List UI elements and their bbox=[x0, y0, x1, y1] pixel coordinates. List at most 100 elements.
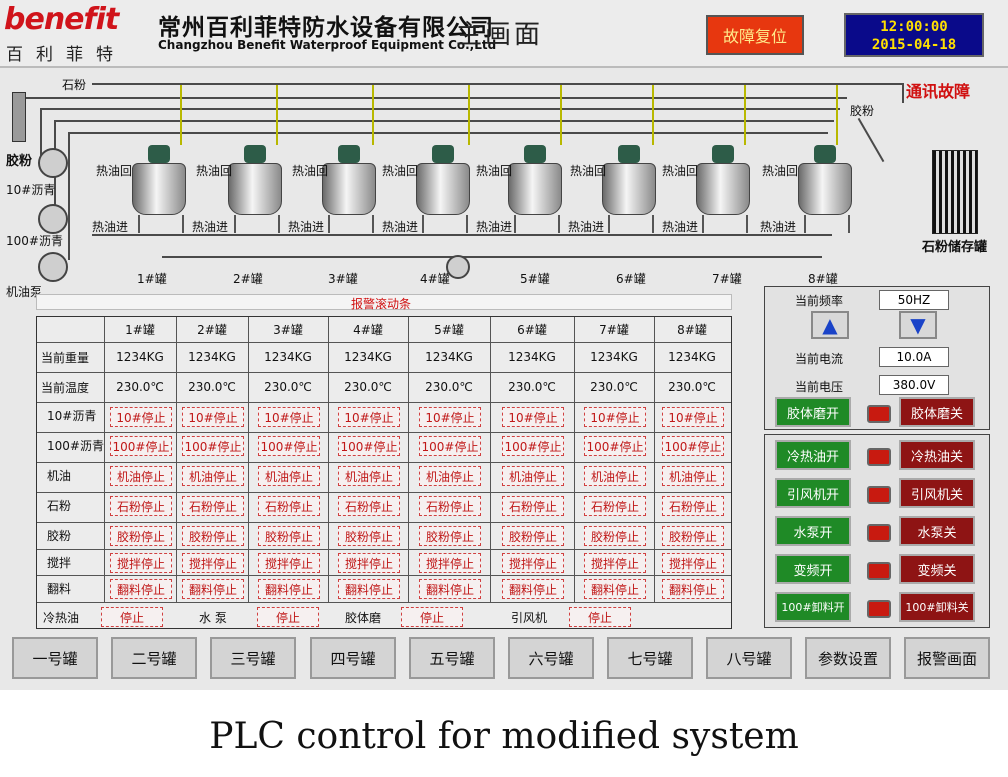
temperature-value: 230.0℃ bbox=[590, 380, 638, 394]
cold-hot-oil-off-button[interactable]: 冷热油关 bbox=[899, 440, 975, 470]
nav-tank-1-button[interactable]: 一号罐 bbox=[12, 637, 98, 679]
cold-hot-oil-lamp bbox=[867, 448, 891, 466]
mixer-motor-icon bbox=[432, 145, 454, 163]
water-pump-label: 水 泵 bbox=[199, 611, 227, 625]
status-indicator: 翻料停止 bbox=[338, 579, 400, 599]
nav-tank-6-button[interactable]: 六号罐 bbox=[508, 637, 594, 679]
cold-hot-oil-label: 冷热油 bbox=[43, 611, 80, 625]
status-indicator: 搅拌停止 bbox=[662, 553, 724, 573]
vfd-on-button[interactable]: 变频开 bbox=[775, 554, 851, 584]
weight-value: 1234KG bbox=[188, 350, 236, 364]
status-indicator: 搅拌停止 bbox=[419, 553, 481, 573]
status-indicator: 10#停止 bbox=[258, 407, 320, 427]
vfd-lamp bbox=[867, 562, 891, 580]
status-indicator: 机油停止 bbox=[182, 466, 244, 486]
cold-hot-oil-status: 停止 bbox=[101, 607, 163, 627]
colloid-mill-on-button[interactable]: 胶体磨开 bbox=[775, 397, 851, 427]
column-header: 8#罐 bbox=[677, 323, 707, 337]
hot-oil-in-label: 热油进 bbox=[92, 220, 129, 234]
tank-2-feed bbox=[276, 85, 278, 145]
asphalt-100-pump-icon[interactable] bbox=[38, 204, 68, 234]
status-indicator: 搅拌停止 bbox=[502, 553, 564, 573]
weight-value: 1234KG bbox=[668, 350, 716, 364]
oil-pump-label: 机油泵 bbox=[6, 285, 43, 299]
tank-5-feed bbox=[560, 85, 562, 145]
oil-pump-icon[interactable] bbox=[38, 252, 68, 282]
asphalt-100-pipe bbox=[54, 120, 834, 122]
transfer-pump-icon[interactable] bbox=[446, 255, 470, 279]
image-caption: PLC control for modified system bbox=[209, 716, 799, 757]
colloid-mill-off-button[interactable]: 胶体磨关 bbox=[899, 397, 975, 427]
status-indicator: 搅拌停止 bbox=[584, 553, 646, 573]
mixer-motor-icon bbox=[338, 145, 360, 163]
tank-5-label: 5#罐 bbox=[520, 272, 550, 286]
status-indicator: 机油停止 bbox=[258, 466, 320, 486]
hot-oil-return-label: 热油回 bbox=[662, 164, 699, 178]
weight-value: 1234KG bbox=[590, 350, 638, 364]
status-indicator: 翻料停止 bbox=[419, 579, 481, 599]
hot-oil-return-label: 热油回 bbox=[196, 164, 233, 178]
status-row-label: 石粉 bbox=[47, 499, 72, 513]
tank-4-feed bbox=[468, 85, 470, 145]
alarm-marquee: 报警滚动条 bbox=[36, 294, 732, 311]
nav-tank-7-button[interactable]: 七号罐 bbox=[607, 637, 693, 679]
rubber-powder-hopper bbox=[12, 92, 26, 142]
bottom-manifold bbox=[162, 256, 822, 258]
mixer-motor-icon bbox=[618, 145, 640, 163]
status-indicator: 胶粉停止 bbox=[110, 526, 172, 546]
water-pump-off-button[interactable]: 水泵关 bbox=[899, 516, 975, 546]
hot-oil-in-label: 热油进 bbox=[382, 220, 419, 234]
induced-fan-on-button[interactable]: 引风机开 bbox=[775, 478, 851, 508]
nav-tank-4-button[interactable]: 四号罐 bbox=[310, 637, 396, 679]
status-row-label: 胶粉 bbox=[47, 529, 72, 543]
asphalt-100-label: 100#沥青 bbox=[6, 234, 63, 248]
alarm-screen-button[interactable]: 报警画面 bbox=[904, 637, 990, 679]
voltage-value: 380.0V bbox=[879, 375, 949, 395]
company-name-en: Changzhou Benefit Waterproof Equipment C… bbox=[158, 38, 497, 52]
company-name-cn: 常州百利菲特防水设备有限公司 bbox=[158, 15, 494, 41]
cold-hot-oil-on-button[interactable]: 冷热油开 bbox=[775, 440, 851, 470]
induced-fan-off-button[interactable]: 引风机关 bbox=[899, 478, 975, 508]
column-header: 6#罐 bbox=[517, 323, 547, 337]
nav-tank-2-button[interactable]: 二号罐 bbox=[111, 637, 197, 679]
status-indicator: 搅拌停止 bbox=[258, 553, 320, 573]
discharge-100-off-button[interactable]: 100#卸料关 bbox=[899, 592, 975, 622]
column-header: 3#罐 bbox=[273, 323, 303, 337]
water-pump-on-button[interactable]: 水泵开 bbox=[775, 516, 851, 546]
status-indicator: 100#停止 bbox=[182, 436, 244, 456]
temperature-value: 230.0℃ bbox=[508, 380, 556, 394]
parameter-settings-button[interactable]: 参数设置 bbox=[805, 637, 891, 679]
status-row-label: 100#沥青 bbox=[47, 439, 104, 453]
nav-tank-5-button[interactable]: 五号罐 bbox=[409, 637, 495, 679]
frequency-value: 50HZ bbox=[879, 290, 949, 310]
tank-1-label: 1#罐 bbox=[137, 272, 167, 286]
frequency-up-button[interactable]: ▲ bbox=[811, 311, 849, 339]
current-label: 当前电流 bbox=[795, 352, 844, 366]
mixer-motor-icon bbox=[814, 145, 836, 163]
hot-oil-return-label: 热油回 bbox=[476, 164, 513, 178]
colloid-mill-status: 停止 bbox=[401, 607, 463, 627]
hot-oil-return-label: 热油回 bbox=[292, 164, 329, 178]
status-indicator: 机油停止 bbox=[419, 466, 481, 486]
hot-oil-return-label: 热油回 bbox=[96, 164, 133, 178]
nav-tank-3-button[interactable]: 三号罐 bbox=[210, 637, 296, 679]
column-header: 7#罐 bbox=[599, 323, 629, 337]
asphalt-10-pump-icon[interactable] bbox=[38, 148, 68, 178]
discharge-100-on-button[interactable]: 100#卸料开 bbox=[775, 592, 851, 622]
mixer-motor-icon bbox=[244, 145, 266, 163]
status-indicator: 胶粉停止 bbox=[338, 526, 400, 546]
status-indicator: 100#停止 bbox=[258, 436, 320, 456]
fault-reset-button[interactable]: 故障复位 bbox=[706, 15, 804, 55]
nav-tank-8-button[interactable]: 八号罐 bbox=[706, 637, 792, 679]
status-indicator: 机油停止 bbox=[110, 466, 172, 486]
hot-oil-pipe bbox=[92, 234, 832, 236]
weight-value: 1234KG bbox=[425, 350, 473, 364]
weight-value: 1234KG bbox=[344, 350, 392, 364]
asphalt-10-label: 10#沥青 bbox=[6, 183, 56, 197]
vfd-panel: 当前频率 50HZ ▲ ▼ 当前电流 10.0A 当前电压 380.0V 胶体磨… bbox=[764, 286, 990, 430]
column-header: 5#罐 bbox=[434, 323, 464, 337]
silo-feed-pipe bbox=[857, 117, 885, 163]
tank-7-feed bbox=[744, 85, 746, 145]
frequency-down-button[interactable]: ▼ bbox=[899, 311, 937, 339]
vfd-off-button[interactable]: 变频关 bbox=[899, 554, 975, 584]
